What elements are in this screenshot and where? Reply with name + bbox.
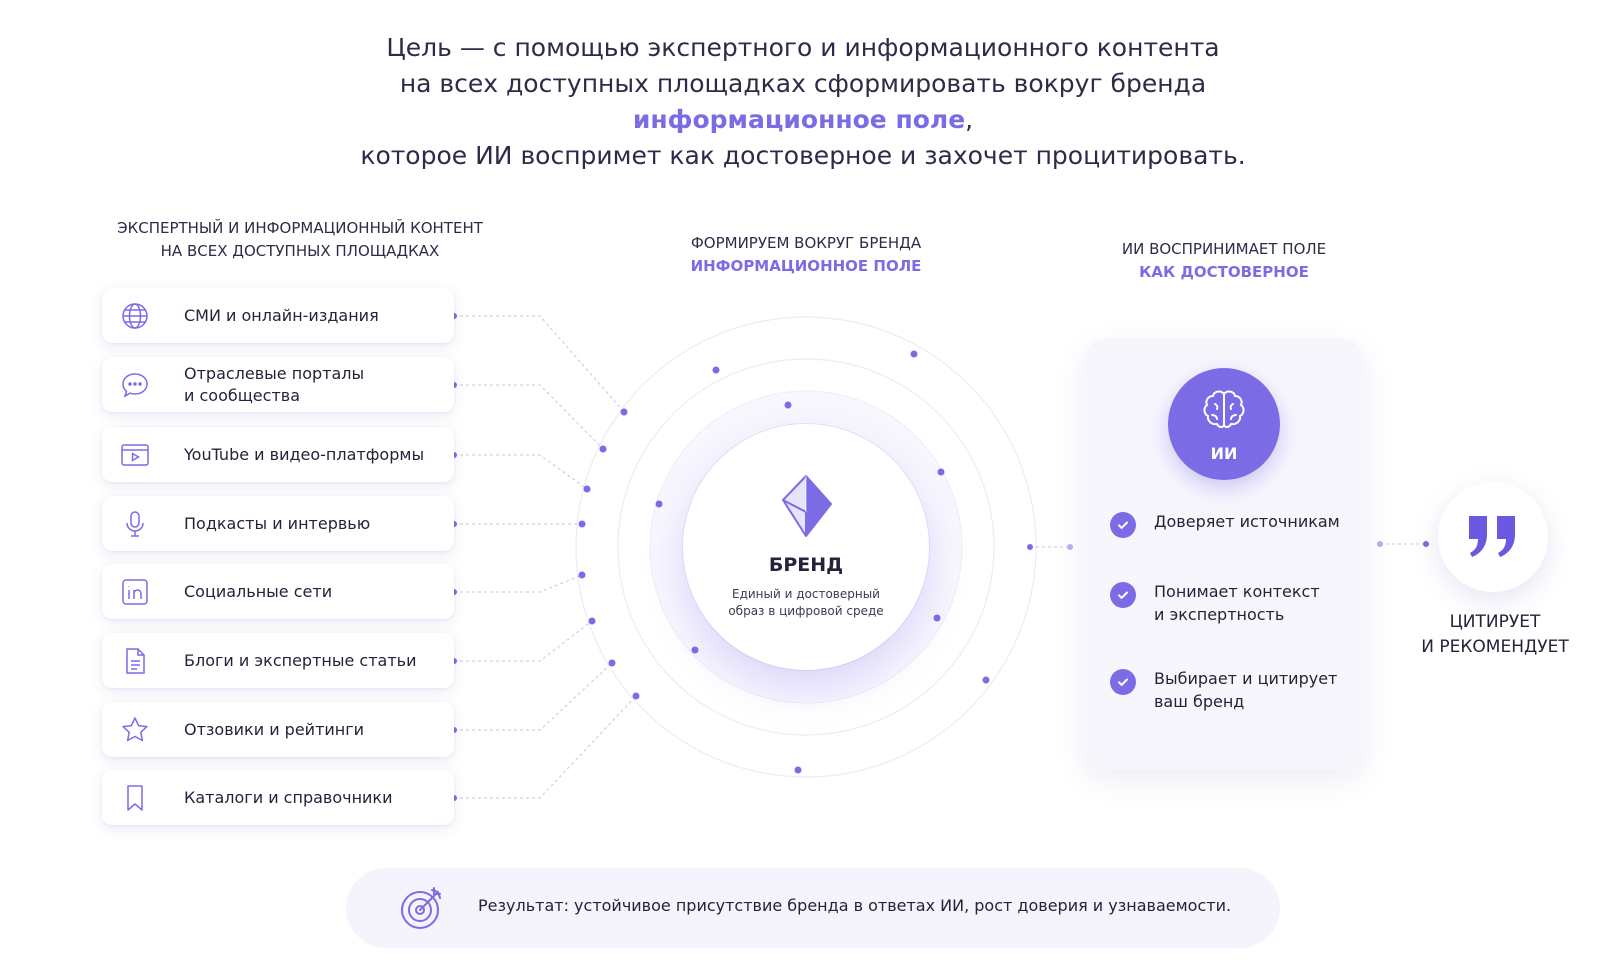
check-icon: [1110, 512, 1136, 538]
result-bar: Результат: устойчивое присутствие бренда…: [346, 868, 1280, 948]
orbit-dot-16: [794, 766, 802, 774]
brand-circle: БРЕНД Единый и достоверный образ в цифро…: [683, 424, 929, 670]
center-header-accent: ИНФОРМАЦИОННОЕ ПОЛЕ: [690, 257, 922, 275]
ai-check-item: Выбирает и цитирует ваш бренд: [1110, 667, 1337, 713]
check-icon: [1110, 582, 1136, 608]
wire-1: [454, 384, 604, 450]
brand-crystal-icon: [782, 475, 832, 537]
wire-5: [454, 620, 593, 662]
orbit-dot-6: [608, 659, 616, 667]
wire-2: [454, 454, 588, 490]
ai-check-text: Выбирает и цитирует ваш бренд: [1154, 669, 1338, 711]
ai-badge-label: ИИ: [1210, 444, 1238, 463]
channel-label: Отзовики и рейтинги: [184, 719, 365, 739]
left-header-line-2: НА ВСЕХ ДОСТУПНЫХ ПЛОЩАДКАХ: [160, 242, 440, 260]
orbit-dot-5: [588, 617, 596, 625]
check-icon: [1110, 669, 1136, 695]
orbit-dot-15: [982, 676, 990, 684]
ai-check-text: Понимает контекст и экспертность: [1154, 582, 1320, 624]
orbit-dot-11: [937, 468, 945, 476]
channel-card-video: YouTube и видео-платформы: [102, 427, 454, 482]
orbit-dot-3: [578, 520, 586, 528]
wire-4: [454, 574, 583, 593]
headline-line-2: на всех доступных площадках сформировать…: [399, 69, 1207, 98]
channel-card-media: СМИ и онлайн-издания: [102, 288, 454, 343]
microphone-icon: [118, 507, 152, 541]
right-header-accent: КАК ДОСТОВЕРНОЕ: [1139, 263, 1309, 281]
orbit-middle: [617, 358, 995, 736]
channel-label: СМИ и онлайн-издания: [184, 305, 379, 325]
quote-circle: [1438, 482, 1548, 592]
channel-card-reviews: Отзовики и рейтинги: [102, 702, 454, 757]
channel-label: Социальные сети: [184, 581, 333, 601]
linkedin-icon: [118, 575, 152, 609]
channel-card-catalogs: Каталоги и справочники: [102, 770, 454, 825]
ai-check-item: Понимает контекст и экспертность: [1110, 580, 1320, 626]
ai-card: ИИ Доверяет источникам Понимает контекст…: [1084, 338, 1364, 770]
channel-label: YouTube и видео-платформы: [184, 444, 425, 464]
cites-label: ЦИТИРУЕТ И РЕКОМЕНДУЕТ: [1421, 612, 1569, 657]
channel-label: Каталоги и справочники: [184, 787, 393, 807]
center-header-line-1: ФОРМИРУЕМ ВОКРУГ БРЕНДА: [690, 234, 922, 252]
channel-label: Подкасты и интервью: [184, 513, 371, 533]
orbit-dot-2: [583, 485, 591, 493]
orbit-dot-9: [784, 401, 792, 409]
channel-card-portals: Отраслевые порталы и сообщества: [102, 357, 454, 412]
channel-card-social: Социальные сети: [102, 564, 454, 619]
orbit-dot-10: [910, 350, 918, 358]
ai-out-dot: [1377, 541, 1383, 547]
orbit-dot-1: [599, 445, 607, 453]
headline-line-4: которое ИИ воспримет как достоверное и з…: [360, 141, 1246, 170]
channel-card-podcasts: Подкасты и интервью: [102, 496, 454, 551]
left-column-header: ЭКСПЕРТНЫЙ И ИНФОРМАЦИОННЫЙ КОНТЕНТ НА В…: [90, 217, 510, 263]
center-column-header: ФОРМИРУЕМ ВОКРУГ БРЕНДА ИНФОРМАЦИОННОЕ П…: [650, 232, 962, 278]
channel-card-blogs: Блоги и экспертные статьи: [102, 633, 454, 688]
headline-accent-suffix: ,: [965, 105, 974, 134]
orbit-dot-7: [632, 692, 640, 700]
headline-line-3: информационное поле,: [0, 102, 1606, 138]
orbit-dot-13: [933, 614, 941, 622]
orbit-dot-8: [712, 366, 720, 374]
video-player-icon: [118, 438, 152, 472]
quote-in-dot: [1423, 541, 1429, 547]
right-header-line-1: ИИ ВОСПРИНИМАЕТ ПОЛЕ: [1121, 240, 1327, 258]
wire-6: [454, 662, 613, 731]
ai-badge: ИИ: [1168, 368, 1280, 480]
right-column-header: ИИ ВОСПРИНИМАЕТ ПОЛЕ КАК ДОСТОВЕРНОЕ: [1094, 238, 1354, 284]
ai-check-text: Доверяет источникам: [1154, 512, 1340, 531]
star-icon: [118, 713, 152, 747]
orbit-dot-4: [578, 571, 586, 579]
quote-icon: [1469, 516, 1515, 557]
ai-check-item: Доверяет источникам: [1110, 510, 1340, 538]
channel-label: Блоги и экспертные статьи: [184, 650, 417, 670]
headline-line-1: Цель — с помощью экспертного и информаци…: [386, 33, 1220, 62]
brand-out-dot: [1027, 544, 1033, 550]
orbit-dot-14: [691, 646, 699, 654]
wire-7: [454, 695, 637, 799]
globe-icon: [118, 299, 152, 333]
result-text: Результат: устойчивое присутствие бренда…: [478, 896, 1232, 915]
channel-label: Отраслевые порталы и сообщества: [184, 363, 365, 405]
bookmark-icon: [118, 781, 152, 815]
orbit-dot-12: [655, 500, 663, 508]
channel-wires: [454, 315, 1426, 799]
headline: Цель — с помощью экспертного и информаци…: [0, 30, 1606, 174]
document-icon: [118, 644, 152, 678]
brand-subtitle: Единый и достоверный образ в цифровой ср…: [728, 587, 884, 618]
orbit-dot-0: [620, 408, 628, 416]
brain-icon: [1203, 390, 1245, 428]
target-icon: [401, 887, 441, 929]
headline-accent: информационное поле: [632, 105, 966, 134]
left-header-line-1: ЭКСПЕРТНЫЙ И ИНФОРМАЦИОННЫЙ КОНТЕНТ: [117, 219, 483, 237]
chat-bubble-icon: [118, 368, 152, 402]
wire-0: [454, 315, 625, 413]
ai-in-dot: [1067, 544, 1073, 550]
brand-name: БРЕНД: [768, 554, 844, 576]
